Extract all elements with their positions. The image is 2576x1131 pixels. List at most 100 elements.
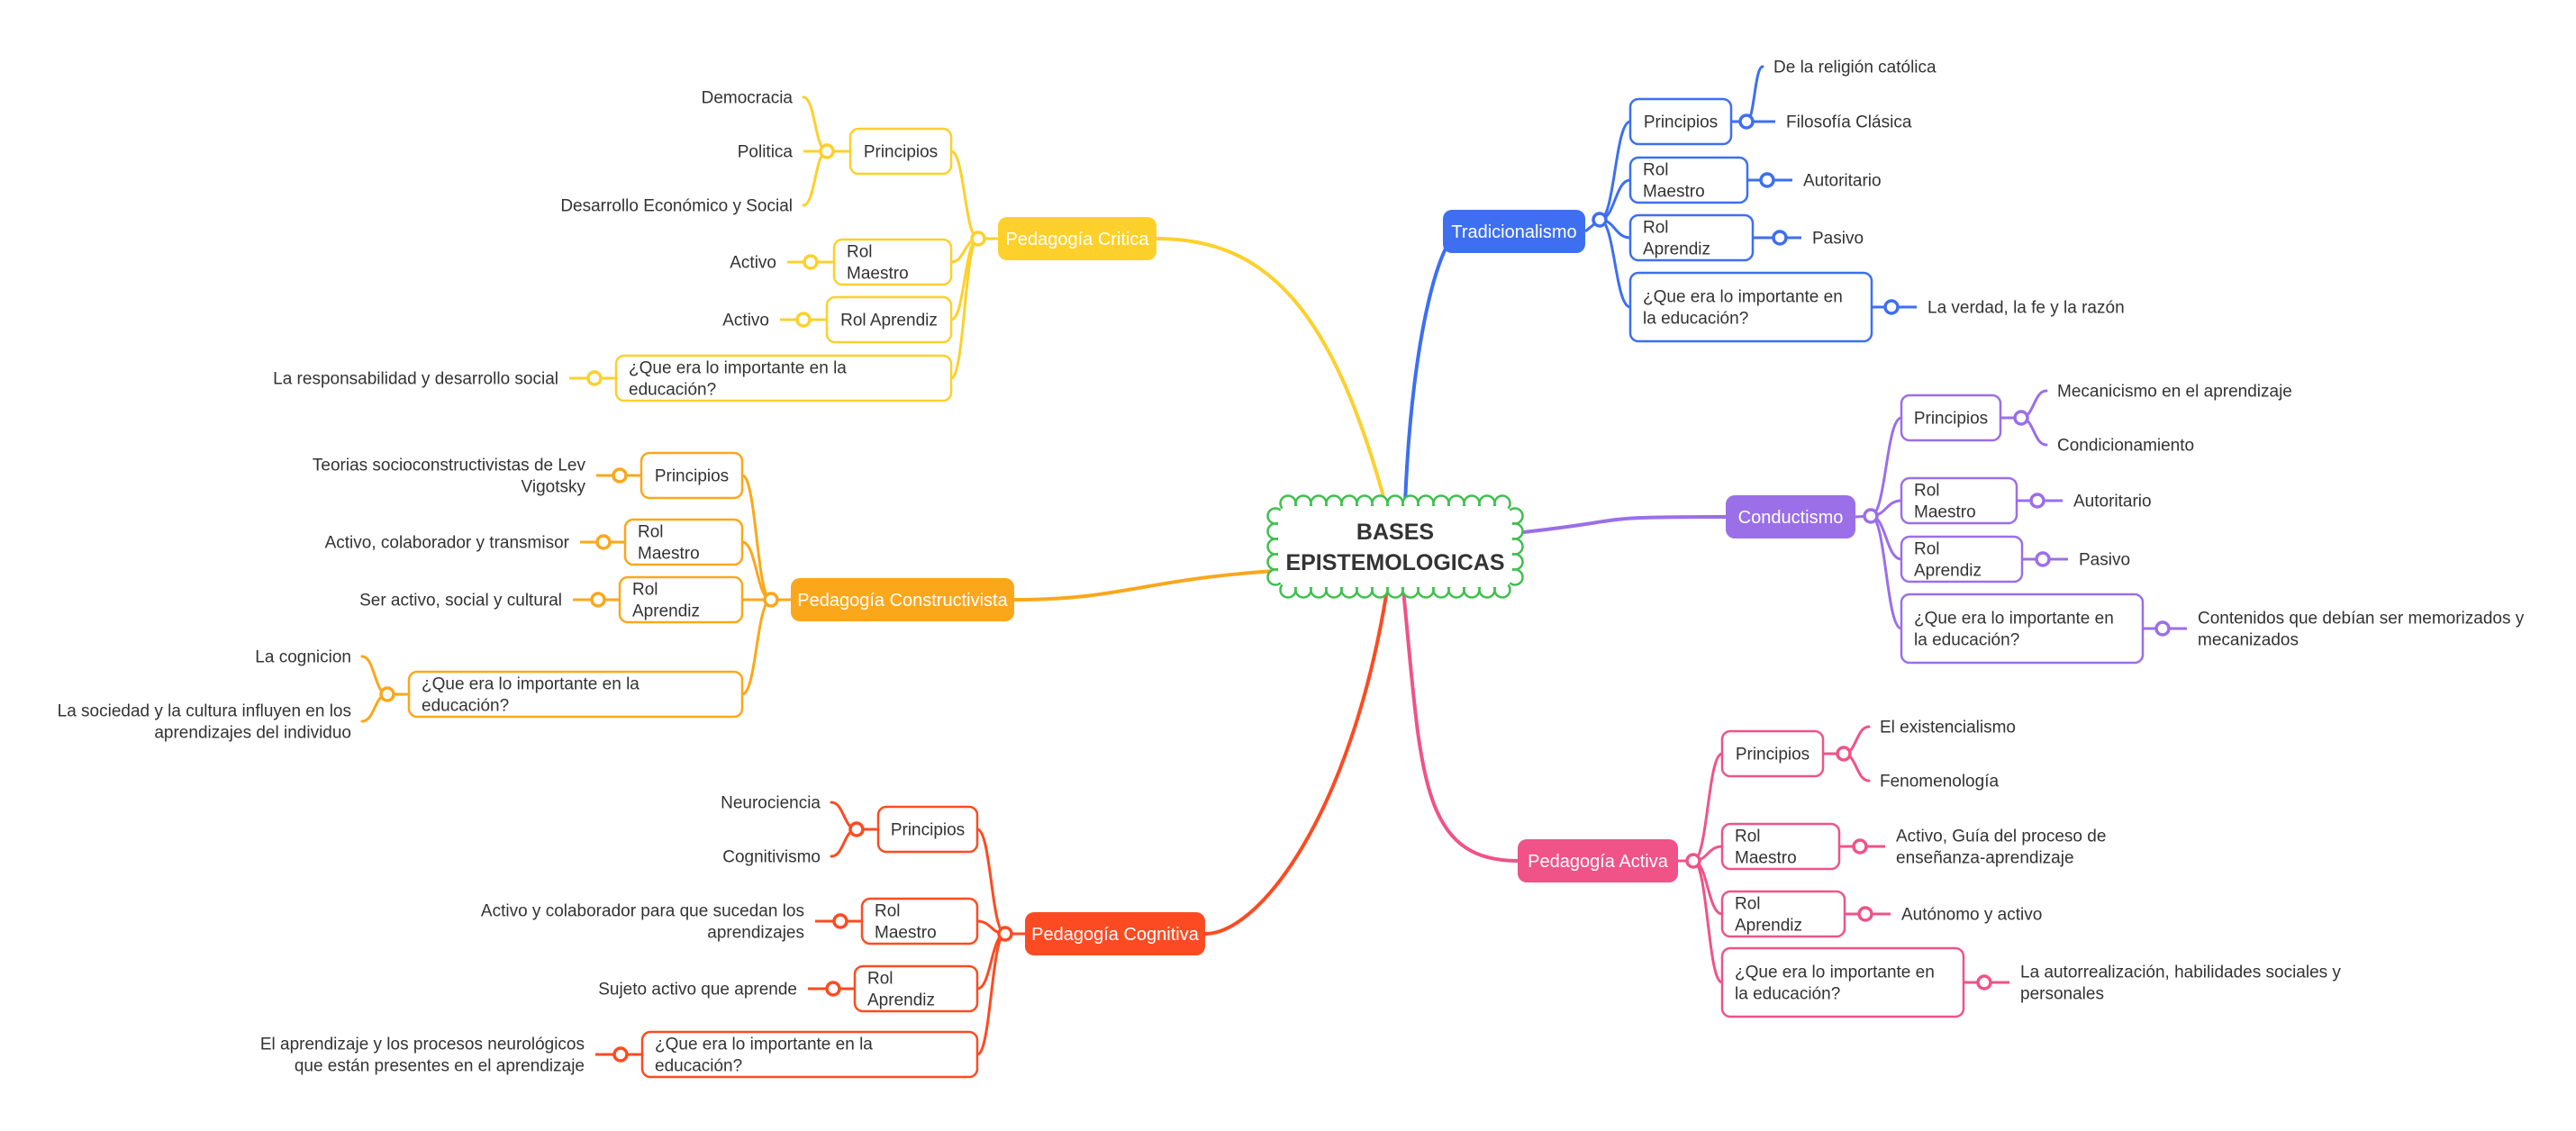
leaf-cognitiva-1-0: Activo y colaborador para que sucedan lo… xyxy=(481,902,804,943)
central-topic-line-1: BASES xyxy=(1356,520,1434,545)
subtopic-label: Principios xyxy=(1644,113,1718,132)
collapse-knot-critica-3[interactable] xyxy=(586,370,603,386)
collapse-knot-cognitiva-2[interactable] xyxy=(825,981,841,997)
leaf-tradicionalismo-3-0: La verdad, la fe y la razón xyxy=(1927,299,2125,318)
leaf-activa-2-0: Autónomo y activo xyxy=(1901,906,2042,925)
leaf-conductismo-2-0: Pasivo xyxy=(2079,551,2130,570)
collapse-knot-tradicionalismo-3[interactable] xyxy=(1883,299,1900,315)
collapse-knot-constructivista-1[interactable] xyxy=(595,534,612,550)
collapse-knot-constructivista-0[interactable] xyxy=(612,467,628,484)
leaf-constructivista-3-1: La sociedad y la cultura influyen en los… xyxy=(58,702,351,743)
main-topic-cognitiva[interactable]: Pedagogía Cognitiva xyxy=(1025,912,1205,955)
connector-center-activa xyxy=(1401,588,1519,863)
main-topic-tradicionalismo[interactable]: Tradicionalismo xyxy=(1443,210,1585,253)
collapse-knot-activa-3[interactable] xyxy=(1976,974,1992,991)
collapse-knot-tradicionalismo[interactable] xyxy=(1592,212,1608,228)
collapse-knot-conductismo-0[interactable] xyxy=(2013,410,2029,426)
connector-cognitiva-child-3 xyxy=(975,932,1007,1056)
collapse-knot-conductismo-1[interactable] xyxy=(2029,493,2045,509)
main-topic-label: Conductismo xyxy=(1738,508,1844,528)
main-topic-label: Pedagogía Constructivista xyxy=(797,591,1008,611)
subtopic-activa-0[interactable]: Principios xyxy=(1720,729,1825,778)
collapse-knot-cognitiva[interactable] xyxy=(997,926,1013,942)
main-topic-constructivista[interactable]: Pedagogía Constructivista xyxy=(791,578,1014,621)
collapse-knot-constructivista-3[interactable] xyxy=(379,686,395,702)
subtopic-conductismo-0[interactable]: Principios xyxy=(1900,394,2002,442)
leaf-activa-0-1: Fenomenología xyxy=(1880,773,1999,792)
collapse-knot-cognitiva-0[interactable] xyxy=(848,821,865,837)
leaf-critica-0-0: Democracia xyxy=(702,89,794,108)
subtopic-critica-0[interactable]: Principios xyxy=(848,127,953,176)
subtopic-label: Rol Aprendiz xyxy=(840,312,938,330)
collapse-knot-critica[interactable] xyxy=(970,231,986,247)
collapse-knot-cognitiva-1[interactable] xyxy=(832,913,848,929)
collapse-knot-constructivista[interactable] xyxy=(763,592,779,608)
main-topic-critica[interactable]: Pedagogía Critica xyxy=(998,217,1156,260)
connector-leaf xyxy=(1745,65,1764,123)
connector-conductismo-child-3 xyxy=(1869,514,1903,630)
collapse-knot-constructivista-2[interactable] xyxy=(590,592,606,608)
subtopic-critica-2[interactable]: Rol Aprendiz xyxy=(825,295,953,344)
collapse-knot-conductismo[interactable] xyxy=(1863,508,1879,524)
collapse-knot-tradicionalismo-2[interactable] xyxy=(1772,230,1788,246)
leaf-critica-0-1: Politica xyxy=(738,143,794,162)
collapse-knot-activa-1[interactable] xyxy=(1852,838,1868,855)
collapse-knot-activa-0[interactable] xyxy=(1836,746,1852,762)
collapse-knot-activa-2[interactable] xyxy=(1857,906,1873,922)
leaf-conductismo-0-0: Mecanicismo en el aprendizaje xyxy=(2057,383,2292,402)
connector-leaf xyxy=(802,149,829,207)
collapse-knot-activa[interactable] xyxy=(1685,853,1701,869)
collapse-knot-tradicionalismo-1[interactable] xyxy=(1759,172,1775,188)
subtopic-constructivista-0[interactable]: Principios xyxy=(639,451,744,500)
collapse-knot-critica-2[interactable] xyxy=(795,312,812,328)
connector-activa-child-3 xyxy=(1692,859,1724,984)
collapse-knot-cognitiva-3[interactable] xyxy=(612,1046,629,1063)
subtopic-cognitiva-0[interactable]: Principios xyxy=(876,805,979,854)
subtopic-tradicionalismo-0[interactable]: Principios xyxy=(1628,97,1733,146)
connector-tradicionalismo-child-0 xyxy=(1598,120,1632,222)
connector-center-conductismo xyxy=(1513,515,1728,535)
main-topic-label: Pedagogía Activa xyxy=(1528,852,1669,872)
leaf-cognitiva-3-0: El aprendizaje y los procesos neurológic… xyxy=(260,1036,585,1076)
main-topic-label: Tradicionalismo xyxy=(1451,222,1576,242)
connector-center-constructivista xyxy=(1012,569,1277,602)
collapse-knot-critica-1[interactable] xyxy=(803,254,819,270)
leaf-conductismo-0-1: Condicionamiento xyxy=(2057,437,2194,456)
collapse-knot-tradicionalismo-0[interactable] xyxy=(1738,113,1755,130)
collapse-knot-conductismo-3[interactable] xyxy=(2154,620,2171,637)
main-topic-conductismo[interactable]: Conductismo xyxy=(1726,495,1855,538)
collapse-knot-conductismo-2[interactable] xyxy=(2035,551,2051,567)
collapse-knot-critica-0[interactable] xyxy=(819,143,835,159)
main-topic-activa[interactable]: Pedagogía Activa xyxy=(1518,839,1678,882)
connector-activa-child-2 xyxy=(1692,859,1724,916)
